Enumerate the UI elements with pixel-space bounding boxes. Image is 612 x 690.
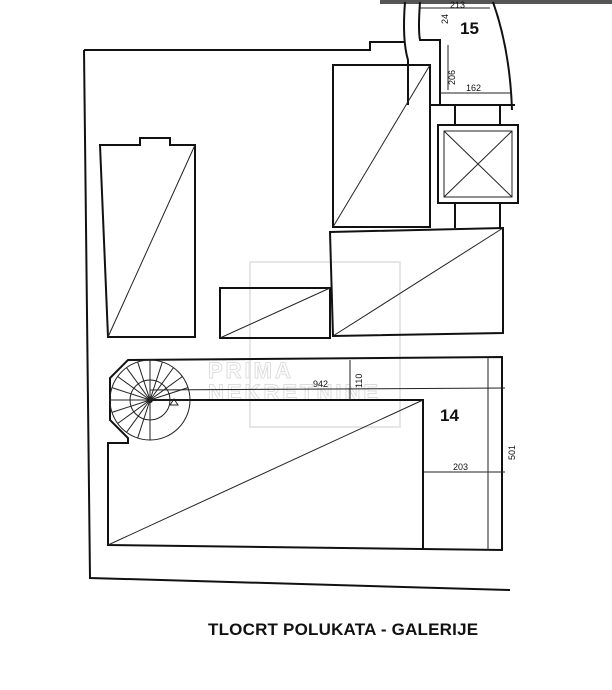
dimension-lines [149, 45, 510, 550]
stair-tread [137, 399, 151, 439]
stair-tread [111, 399, 151, 413]
svg-text:PRIMA: PRIMA [208, 358, 294, 383]
stair-tread [126, 399, 151, 433]
spiral-staircase [109, 359, 191, 441]
furniture-block [98, 64, 504, 339]
stair-tread [149, 361, 163, 401]
stair-tread [117, 399, 151, 424]
scan-edge [380, 0, 612, 4]
stair-tread [111, 387, 151, 401]
watermark: PRIMA NEKRETNINE [208, 261, 401, 428]
stair-tread [137, 361, 151, 401]
dim-110: 110 [354, 374, 364, 388]
dim-942: 942 [313, 379, 328, 389]
stair-tread [126, 367, 151, 401]
dim-24: 24 [440, 14, 450, 24]
stair-void [437, 124, 519, 204]
stair-tread [149, 376, 183, 401]
corridor-wall [403, 1, 441, 105]
dim-162: 162 [466, 83, 481, 93]
dim-213: 213 [450, 0, 465, 10]
dim-206: 206 [447, 70, 457, 85]
dim-501: 501 [507, 445, 517, 460]
unit-14-label: 14 [440, 406, 459, 425]
stair-tread [117, 376, 151, 401]
plan-title: TLOCRT POLUKATA - GALERIJE [208, 620, 479, 639]
outer-wall [83, 41, 511, 591]
stair-tread [149, 367, 174, 401]
dim-203: 203 [453, 462, 468, 472]
unit-15-label: 15 [460, 19, 479, 38]
